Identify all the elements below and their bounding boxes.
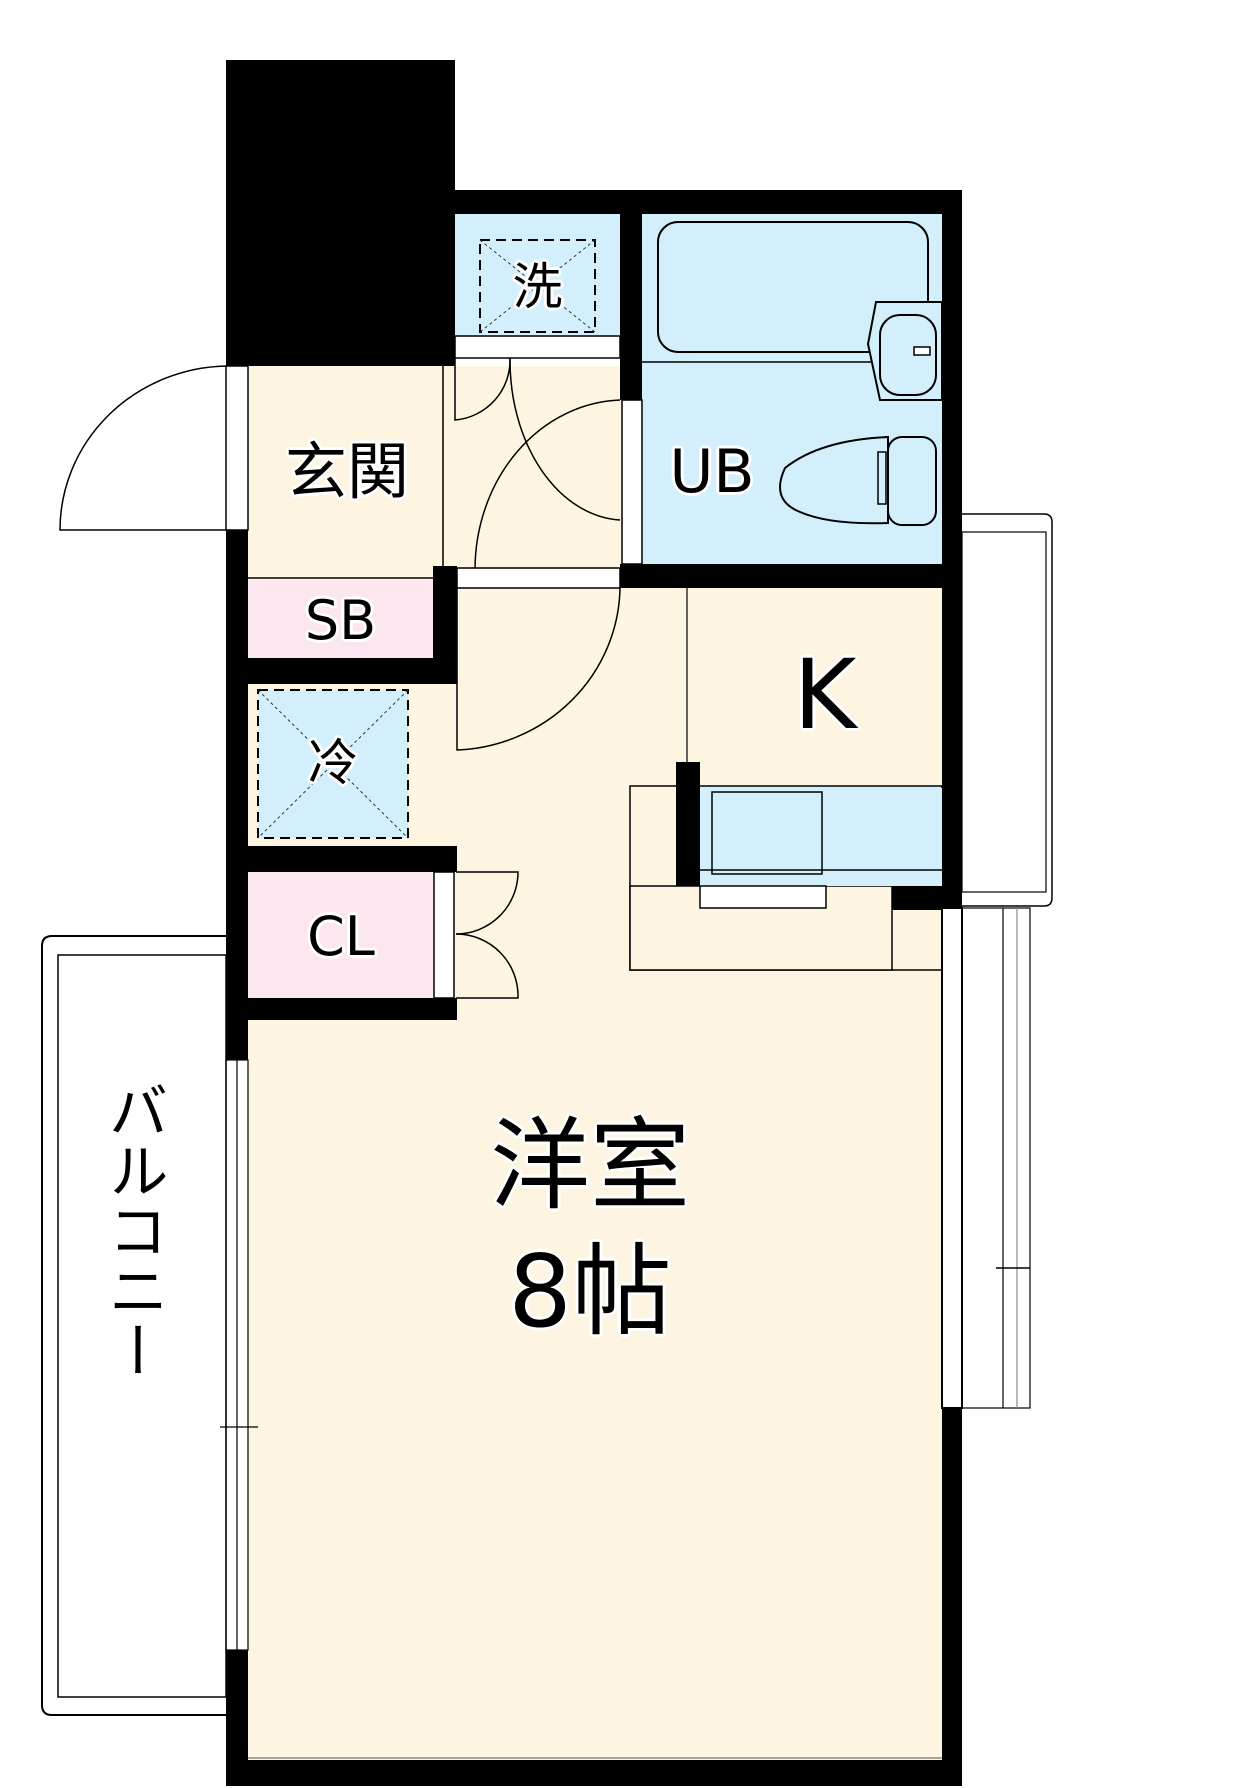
wall-top (455, 190, 962, 214)
room-label-kitchen: K (793, 639, 857, 751)
genkan-floor (248, 366, 622, 580)
room-label-shoe-box: SB (304, 589, 377, 652)
room-label-closet: CL (307, 905, 375, 968)
wall-bottom (226, 1760, 962, 1786)
room-label-unit-bath: UB (669, 437, 755, 507)
shoe-box-area (248, 580, 433, 658)
wall-bath-bottom (620, 564, 942, 588)
wall-left-lower (226, 1650, 248, 1770)
washer-area (455, 214, 620, 336)
wall-bath-left (620, 190, 642, 400)
wall-block-top-left (226, 60, 455, 366)
room-size-western-room: 8帖 (508, 1233, 672, 1350)
room-label-washer: 洗 (512, 258, 563, 316)
room-label-western-room: 洋室 (490, 1107, 690, 1224)
room-label-fridge: 冷 (308, 734, 358, 792)
wall-sb-bottom (248, 658, 457, 684)
room-label-balcony: バルコニー (98, 1080, 168, 1380)
wall-cl-bottom (248, 998, 457, 1020)
wall-cl-top (248, 846, 457, 872)
room-label-genkan: 玄関 (284, 435, 409, 508)
closet-area (248, 872, 434, 998)
wall-left-upper (226, 530, 248, 1060)
